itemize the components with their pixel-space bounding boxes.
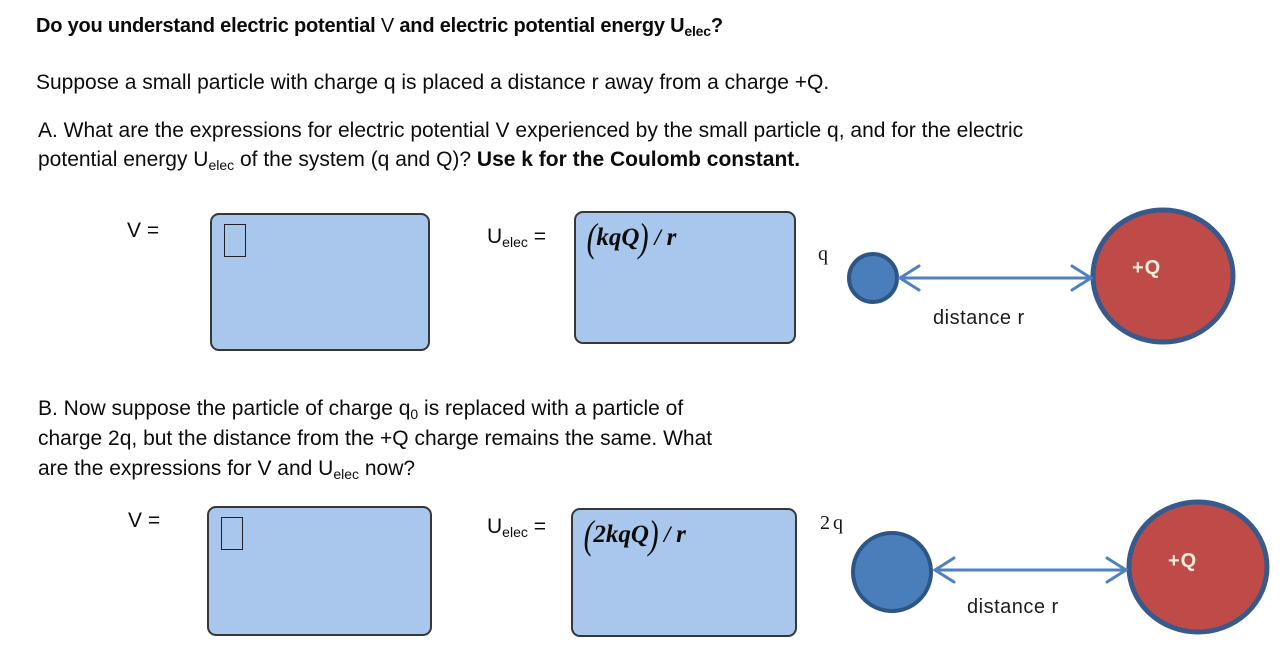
u-answer-box-a[interactable]: (kqQ) / r [574,211,796,344]
u-label-b: Uelec = [487,515,546,539]
u-label-a-sub: elec [502,234,528,250]
u-label-b-equals: = [527,515,546,538]
u-label-b-sub: elec [502,524,528,540]
formula-b-body: 2kqQ [593,521,649,548]
u-label-a-base: U [487,225,503,248]
title-text-2: and electric potential energy U [394,15,685,37]
question-b-line3-post: now? [359,457,416,480]
distance-arrow-b [932,556,1129,584]
v-answer-box-a[interactable] [210,213,430,351]
u-label-a-equals: = [527,225,546,248]
question-b-line1: B. Now suppose the particle of charge q0… [38,394,712,424]
formula-b-open-paren: ( [583,512,594,557]
page-title: Do you understand electric potential V a… [36,15,723,38]
formula-a-open-paren: ( [586,215,597,260]
question-b-uelec-subscript: elec [333,466,360,482]
v-answer-box-b[interactable] [207,506,432,636]
charge-2q-label-b: 2q [820,512,846,534]
u-label-a: Uelec = [487,225,546,249]
plus-q-label-a: +Q [1132,257,1162,279]
question-b-line1-pre: B. Now suppose the particle of charge q [38,397,411,420]
formula-b-denominator: r [676,521,686,548]
v-label-b: V = [128,509,161,532]
question-b-line1-post: is replaced with a particle of [418,397,684,420]
plus-q-label-b: +Q [1168,550,1198,572]
question-b-line3: are the expressions for V and Uelec now? [38,454,712,484]
charge-q-circle-a [847,252,899,304]
question-a-line1: A. What are the expressions for electric… [38,119,1024,142]
title-question-mark: ? [710,15,723,37]
title-text: Do you understand electric potential [36,15,381,37]
u-label-b-base: U [487,515,503,538]
answer-cursor-box [224,224,246,257]
formula-a-body: kqQ [596,224,640,251]
question-a-line2: potential energy Uelec of the system (q … [38,145,1023,174]
question-a-line2-pre: potential energy U [38,148,209,171]
question-a-text: A. What are the expressions for electric… [38,116,1023,174]
charge-2q-circle-b [851,531,933,613]
distance-label-a: distance r [933,307,1025,329]
u-answer-box-b[interactable]: (2kqQ) / r [571,508,797,637]
plus-q-circle-b [1126,499,1270,635]
formula-a-close-paren: ) [639,215,650,260]
title-v-symbol: V [380,15,395,37]
plus-q-circle-a [1090,207,1236,345]
question-b-line3-pre: are the expressions for V and U [38,457,334,480]
answer-cursor-box-b [221,517,243,550]
diagram-b [851,499,1270,635]
u-answer-a-formula: (kqQ) / r [586,215,677,260]
u-answer-b-formula: (2kqQ) / r [584,515,686,555]
distance-label-b: distance r [967,596,1059,618]
formula-a-denominator: r [666,224,677,251]
question-a-bold-instruction: Use k for the Coulomb constant. [476,148,801,171]
diagram-a [847,207,1236,345]
formula-a-slash: / [648,225,667,250]
question-b-q0-subscript: 0 [410,406,419,422]
title-subscript: elec [684,23,711,39]
intro-text: Suppose a small particle with charge q i… [36,71,830,94]
question-a-subscript: elec [208,157,235,173]
v-label-a: V = [127,219,160,242]
question-b-line2: charge 2q, but the distance from the +Q … [38,427,713,450]
formula-b-close-paren: ) [648,512,659,557]
question-b-text: B. Now suppose the particle of charge q0… [38,394,712,484]
question-a-line2-mid: of the system (q and Q)? [234,148,477,171]
charge-q-label-a: q [818,243,828,265]
formula-b-slash: / [658,522,677,547]
distance-arrow-a [897,264,1094,292]
